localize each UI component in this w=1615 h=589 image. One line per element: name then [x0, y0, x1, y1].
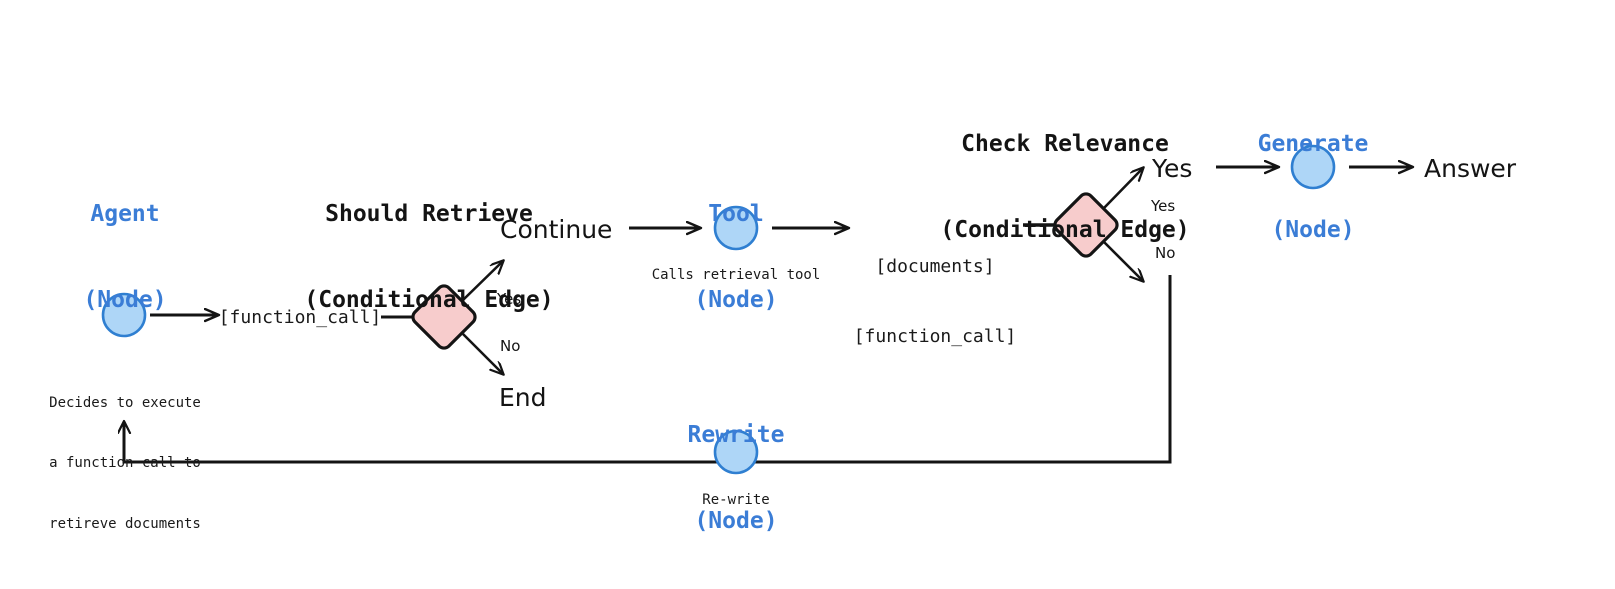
- heading-rewrite: Rewrite (Node): [688, 364, 785, 589]
- heading-generate-line1: Generate: [1257, 131, 1369, 158]
- heading-rewrite-line2: (Node): [694, 507, 778, 534]
- heading-generate-line2: (Node): [1271, 216, 1355, 243]
- node-generate-circle[interactable]: [1290, 144, 1336, 190]
- caption-tool: Calls retrieval tool: [651, 267, 821, 283]
- edge-label-function-call: [function_call]: [218, 307, 382, 328]
- caption-rewrite: Re-write: [702, 492, 770, 508]
- heading-agent: Agent (Node): [83, 143, 166, 371]
- branch-label-should-retrieve-no: No: [500, 337, 521, 355]
- branch-check-relevance-no-arrow: [1103, 241, 1143, 281]
- heading-generate: Generate (Node): [1258, 73, 1369, 301]
- edge-rewrite-feedback-loop: [124, 275, 1172, 464]
- edge-label-answer: Answer: [1424, 154, 1517, 183]
- heading-check-relevance-line1: Check Relevance: [961, 131, 1169, 158]
- branch-label-check-relevance-no: No: [1155, 244, 1176, 262]
- node-agent-circle[interactable]: [101, 292, 147, 338]
- heading-agent-line2: (Node): [83, 286, 167, 313]
- branch-check-relevance-yes-arrow: [1103, 168, 1143, 209]
- heading-check-relevance-line2: (Conditional Edge): [940, 216, 1190, 243]
- heading-tool-line1: Tool: [708, 201, 764, 228]
- heading-tool-line2: (Node): [694, 286, 778, 313]
- caption-agent-line3: retireve documents: [49, 516, 201, 533]
- heading-tool: Tool (Node): [694, 143, 777, 371]
- branch-label-check-relevance-yes: Yes: [1151, 197, 1176, 215]
- decision-should-retrieve[interactable]: [410, 283, 478, 351]
- branch-should-retrieve-yes-arrow: [462, 261, 503, 301]
- edge-label-documents-function-call: [documents] [function_call]: [854, 208, 1017, 395]
- caption-agent: Decides to execute a function call to re…: [10, 352, 240, 575]
- branch-label-should-retrieve-yes: Yes: [497, 290, 522, 308]
- edge-label-end: End: [499, 383, 547, 412]
- heading-should-retrieve: Should Retrieve (Conditional Edge): [304, 143, 553, 371]
- node-rewrite-circle[interactable]: [713, 429, 759, 475]
- caption-agent-line2: a function call to: [49, 455, 201, 472]
- heading-should-retrieve-line2: (Conditional Edge): [304, 286, 554, 313]
- heading-rewrite-line1: Rewrite: [687, 422, 785, 449]
- caption-agent-line1: Decides to execute: [49, 394, 201, 411]
- heading-check-relevance: Check Relevance (Conditional Edge): [940, 73, 1189, 301]
- heading-should-retrieve-line1: Should Retrieve: [325, 201, 533, 228]
- edge-label-continue: Continue: [500, 215, 613, 244]
- edge-label-documents: [documents]: [875, 255, 995, 277]
- heading-agent-line1: Agent: [90, 201, 160, 228]
- edge-label-function-call-2: [function_call]: [853, 325, 1017, 347]
- decision-check-relevance[interactable]: [1052, 191, 1120, 259]
- branch-should-retrieve-no-arrow: [462, 333, 503, 374]
- node-tool-circle[interactable]: [713, 205, 759, 251]
- edge-label-yes-to-generate: Yes: [1152, 154, 1193, 183]
